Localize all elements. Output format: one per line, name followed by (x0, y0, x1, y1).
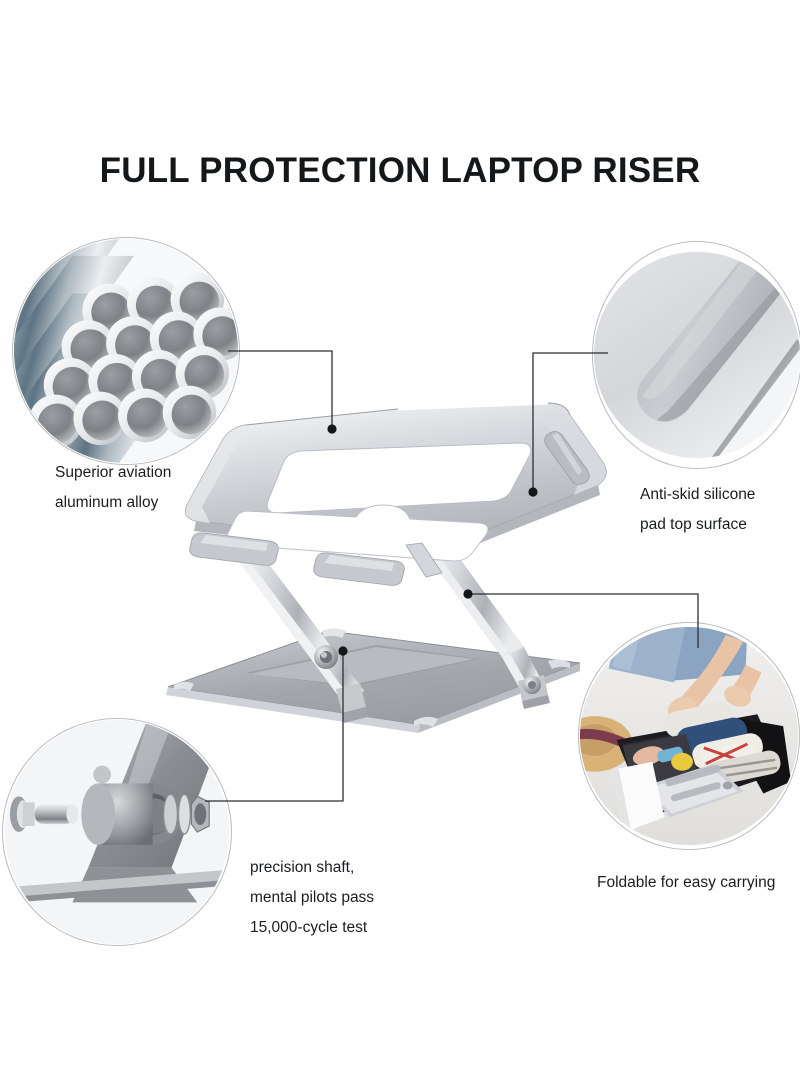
callout-line: mental pilots pass (250, 889, 375, 906)
callout-label-foldable: Foldable for easy carrying (597, 868, 775, 898)
callout-line: Foldable for easy carrying (597, 874, 776, 891)
aluminum-tubes-photo (12, 237, 240, 465)
callout-line: Anti-skid silicone (640, 486, 756, 503)
shaft-hinge-photo (2, 718, 232, 946)
silicone-pad-photo (592, 241, 800, 469)
callout-line: precision shaft, (250, 859, 355, 876)
callout-line: 15,000-cycle test (250, 919, 368, 936)
laptop-stand-illustration (150, 395, 620, 740)
callout-line: Superior aviation (55, 464, 172, 481)
callout-label-precision-shaft: precision shaft, mental pilots pass 15,0… (250, 853, 374, 943)
page-title: FULL PROTECTION LAPTOP RISER (99, 151, 701, 190)
callout-line: aluminum alloy (55, 494, 159, 511)
callout-label-silicone-pad: Anti-skid silicone pad top surface (640, 480, 755, 540)
callout-label-aluminum-alloy: Superior aviation aluminum alloy (55, 458, 171, 518)
callout-line: pad top surface (640, 516, 747, 533)
